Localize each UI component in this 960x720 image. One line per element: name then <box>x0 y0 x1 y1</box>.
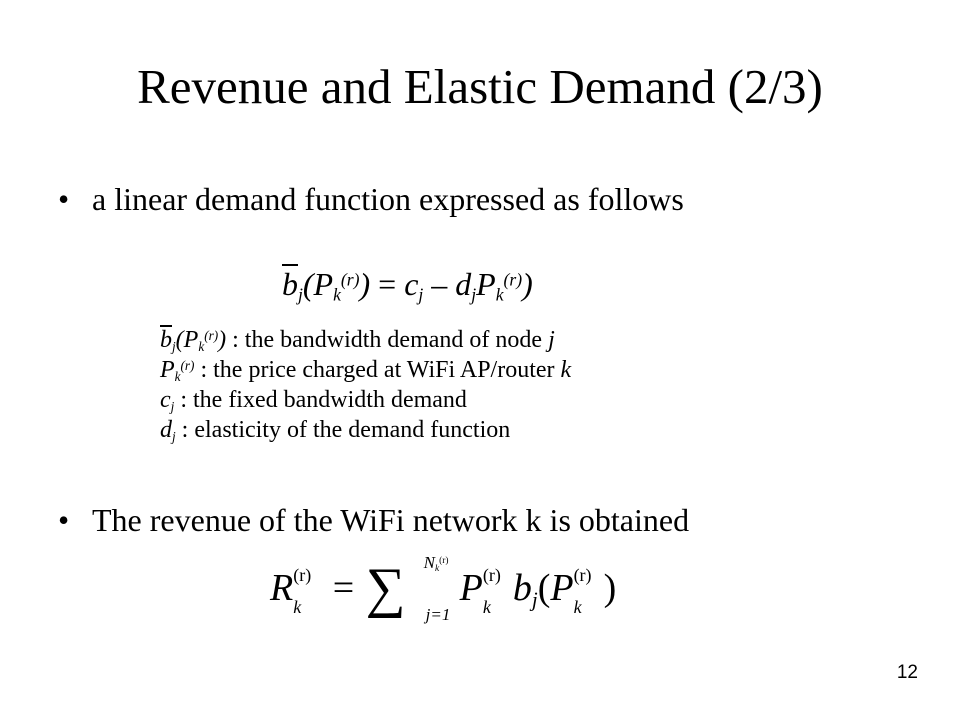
slide-title: Revenue and Elastic Demand (2/3) <box>137 59 823 114</box>
definition-row-price: Pk(r) : the price charged at WiFi AP/rou… <box>160 357 572 384</box>
bullet-2-text: The revenue of the WiFi network k is obt… <box>92 502 690 538</box>
bullet-1-text: a linear demand function expressed as fo… <box>92 181 684 217</box>
bullet-1: • a linear demand function expressed as f… <box>58 183 684 215</box>
bullet-2: • The revenue of the WiFi network k is ob… <box>58 504 689 536</box>
definition-row-elasticity: dj : elasticity of the demand function <box>160 417 511 444</box>
definition-row-fixed-demand: cj : the fixed bandwidth demand <box>160 387 467 414</box>
bullet-dot: • <box>58 502 70 538</box>
page-number: 12 <box>896 662 918 683</box>
summation: ∑ Nk(r) j=1 <box>365 553 451 624</box>
demand-equation: bj(Pk(r)) = cj – djPk(r)) <box>282 266 533 305</box>
bullet-dot: • <box>58 181 70 217</box>
definition-row-bandwidth-demand: bj(Pk(r)) : the bandwidth demand of node… <box>160 327 555 354</box>
definitions-list: bj(Pk(r)) : the bandwidth demand of node… <box>160 328 571 448</box>
